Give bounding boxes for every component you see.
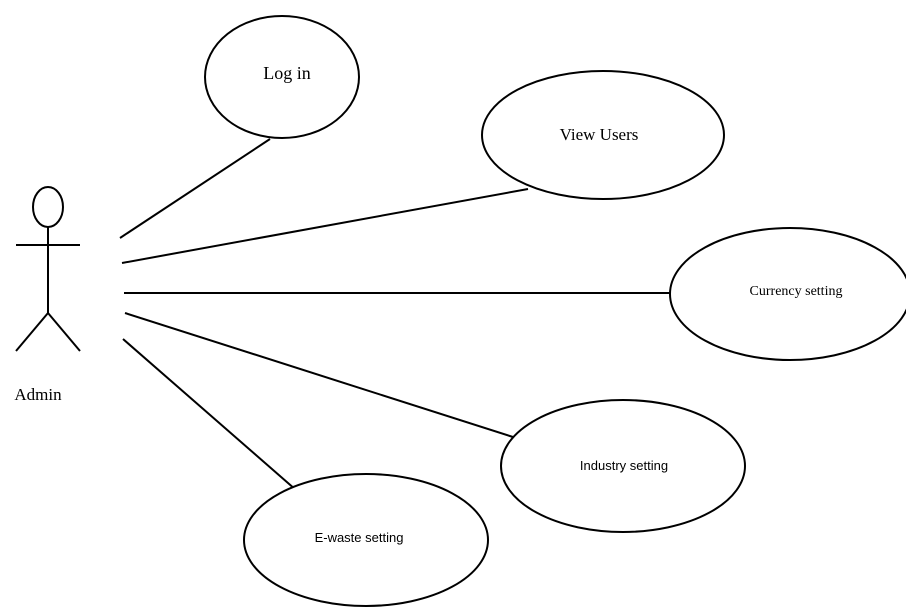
use-case-login[interactable]: Log in: [204, 15, 360, 139]
use-case-label: E-waste setting: [315, 530, 404, 545]
use-case-currency-setting[interactable]: Currency setting: [669, 227, 906, 361]
use-case-label: View Users: [560, 125, 639, 144]
use-case-ellipse: [669, 227, 906, 361]
association-lines: [119, 138, 672, 491]
association-ewaste-setting: [122, 338, 297, 491]
use-case-ellipse: [243, 473, 489, 607]
use-case-ewaste-setting[interactable]: E-waste setting: [243, 473, 489, 607]
use-case-label: Log in: [263, 63, 311, 83]
association-industry-setting: [124, 312, 514, 438]
use-case-ellipse: [500, 399, 746, 533]
actor-label: Admin: [14, 385, 62, 404]
use-case-industry-setting[interactable]: Industry setting: [500, 399, 746, 533]
association-view-users: [121, 188, 529, 264]
stick-figure-icon: [15, 186, 81, 352]
actor-admin[interactable]: Admin: [14, 186, 81, 404]
use-case-ellipse: [204, 15, 360, 139]
use-case-label: Currency setting: [750, 284, 843, 299]
use-case-ellipse: [481, 70, 725, 200]
use-case-label: Industry setting: [580, 458, 668, 473]
association-login: [119, 138, 271, 239]
use-case-view-users[interactable]: View Users: [481, 70, 725, 200]
